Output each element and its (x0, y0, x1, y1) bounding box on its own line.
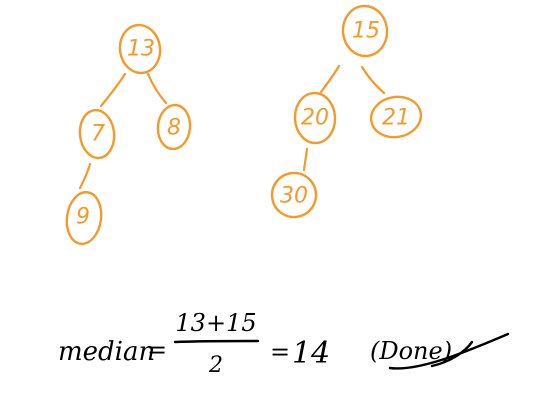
right-tree-node-21: 21 (369, 95, 423, 139)
left-tree-node-13: 13 (118, 23, 162, 75)
node-9-label: 9 (76, 205, 90, 230)
edge-13-8 (146, 72, 168, 105)
right-tree-edges (302, 64, 386, 172)
node-13-label: 13 (127, 37, 155, 62)
emphasis-swoosh (388, 332, 510, 370)
edge-7-9 (78, 162, 92, 190)
left-tree-edges (78, 72, 168, 190)
emphasis-swoosh-tail (430, 340, 474, 368)
formula-equals-1: = (147, 336, 167, 364)
node-21-label: 21 (382, 106, 410, 131)
formula-equals-2: = (270, 338, 290, 366)
formula-denominator: 2 (208, 353, 223, 378)
right-tree-node-15: 15 (341, 4, 389, 58)
edge-15-20 (319, 64, 341, 94)
node-30-label: 30 (280, 184, 308, 209)
formula-result: 14 (292, 336, 330, 371)
median-formula: median = 13+15 2 = 14 (Done) (58, 309, 510, 378)
fraction-bar (173, 339, 260, 344)
edge-20-30 (302, 147, 309, 172)
formula-lhs: median (58, 337, 155, 367)
edge-15-21 (360, 65, 386, 95)
node-20-label: 20 (301, 106, 329, 131)
node-15-label: 15 (352, 19, 380, 44)
right-tree-node-30: 30 (270, 171, 318, 219)
formula-numerator: 13+15 (175, 309, 256, 337)
left-tree-node-9: 9 (65, 190, 103, 246)
edge-13-7 (99, 72, 127, 108)
node-8-label: 8 (167, 116, 181, 141)
node-7-label: 7 (91, 122, 105, 147)
right-tree-node-20: 20 (293, 91, 337, 145)
left-tree-node-7: 7 (78, 108, 116, 160)
left-tree-node-8: 8 (156, 103, 192, 151)
